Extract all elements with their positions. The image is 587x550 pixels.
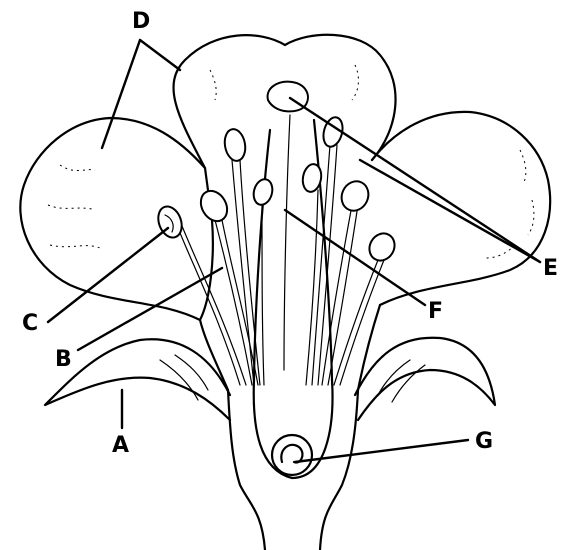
label-a: A (112, 433, 129, 458)
petal-right (370, 110, 552, 307)
ovary (252, 118, 334, 480)
petal-left (19, 116, 214, 322)
ovule (270, 433, 314, 477)
receptacle (226, 388, 267, 550)
label-c: C (22, 311, 38, 336)
label-b: B (55, 347, 72, 372)
label-e: E (543, 256, 558, 281)
label-g: G (475, 429, 493, 454)
petal-top (172, 33, 397, 170)
sepal-right (353, 336, 497, 422)
label-f: F (428, 299, 443, 324)
leader-lines (46, 38, 542, 464)
sepal-left (43, 338, 232, 422)
label-d: D (132, 9, 150, 34)
stamens (157, 116, 396, 386)
